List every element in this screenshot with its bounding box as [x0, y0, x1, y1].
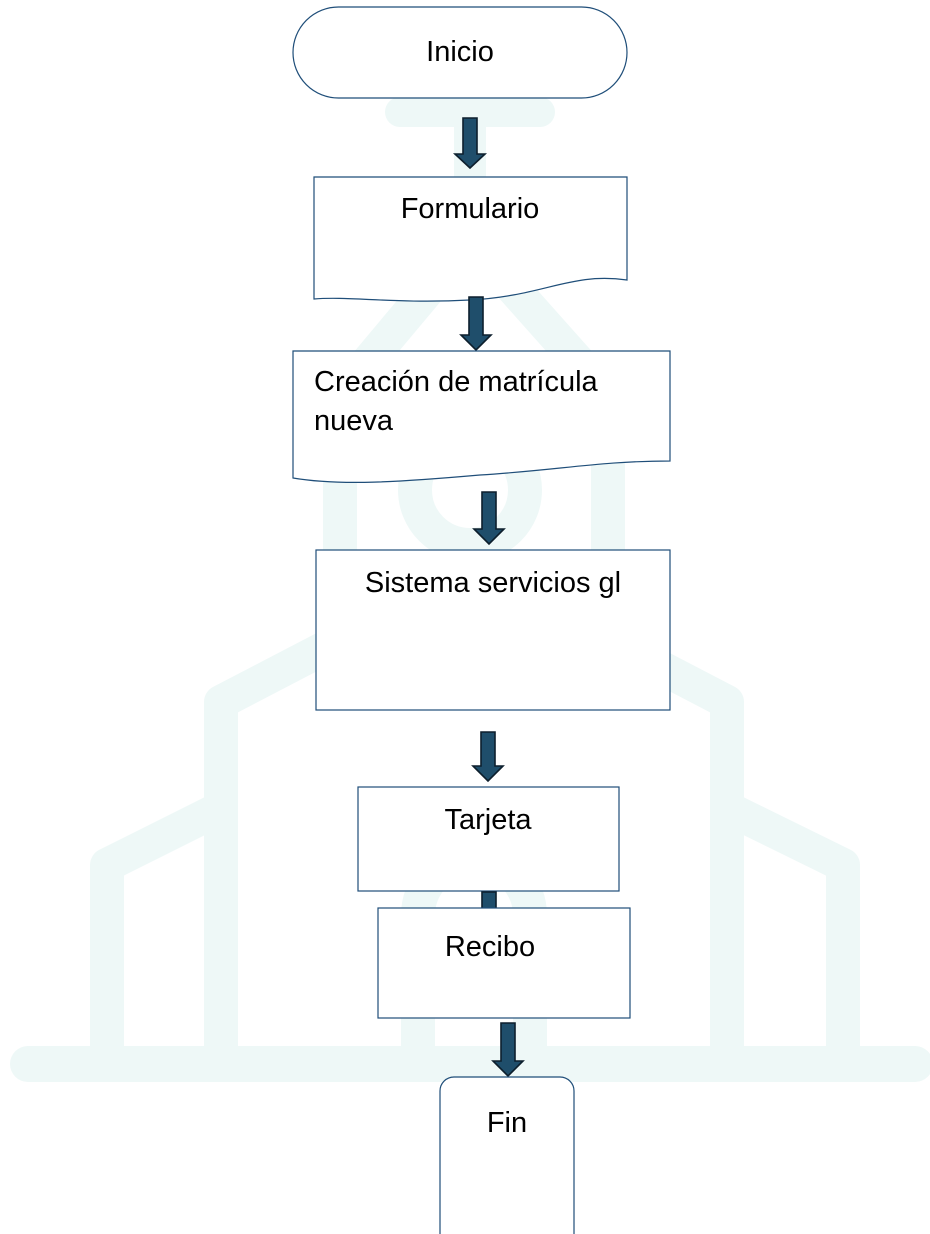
services-system-label: Sistema servicios gl	[365, 567, 621, 599]
flow-arrow	[472, 491, 506, 546]
services-system-node: Sistema servicios gl	[315, 549, 671, 711]
start-node: Inicio	[292, 6, 628, 99]
enrollment-document-label-line1: Creación de matrícula	[314, 366, 599, 398]
form-document-node: Formulario	[313, 176, 628, 302]
flow-arrow	[471, 731, 505, 783]
card-node: Tarjeta	[357, 786, 620, 892]
enrollment-document-node: Creación de matrícula nueva	[292, 350, 671, 483]
enrollment-document-label-line2: nueva	[314, 405, 394, 437]
flow-arrow	[459, 296, 493, 352]
flow-arrow	[491, 1022, 525, 1078]
start-node-label: Inicio	[426, 36, 494, 68]
form-document-label: Formulario	[401, 193, 540, 225]
receipt-node: Recibo	[377, 907, 631, 1019]
card-label: Tarjeta	[444, 804, 532, 836]
end-node: Fin	[439, 1076, 575, 1234]
receipt-label: Recibo	[445, 931, 535, 963]
end-node-label: Fin	[487, 1107, 527, 1139]
flow-arrow	[452, 117, 488, 170]
